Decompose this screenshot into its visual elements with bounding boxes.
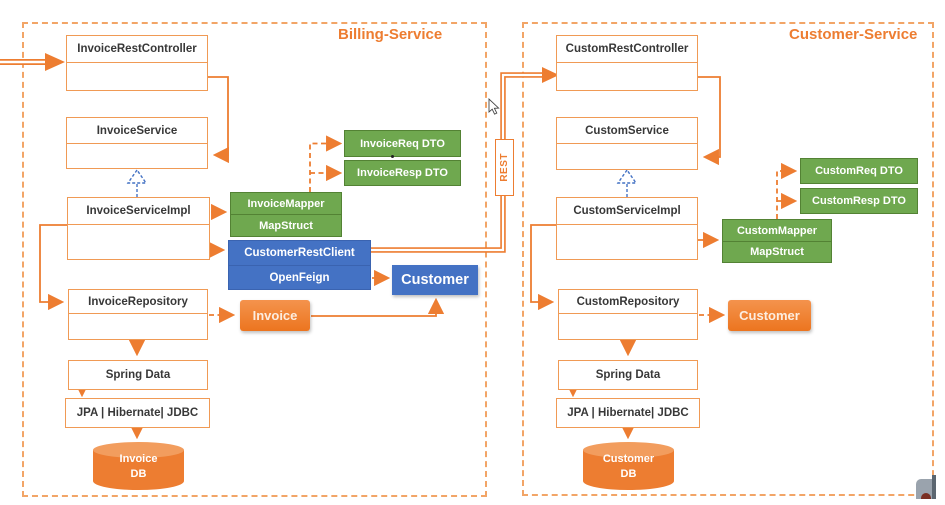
mouse-pointer-icon [488, 97, 500, 115]
invoice-resp-dto-box: InvoiceResp DTO [344, 160, 461, 186]
invoice-req-dto-box: InvoiceReq DTO [344, 130, 461, 157]
custom-service-box: CustomService [556, 117, 698, 170]
customer-rest-client-box: CustomerRestClient OpenFeign [228, 240, 371, 290]
custom-mapstruct-label: MapStruct [750, 246, 804, 258]
billing-jpa-box: JPA | Hibernate| JDBC [65, 398, 210, 428]
customer-db-sub: DB [620, 468, 637, 480]
invoice-entity-box: Invoice [240, 300, 310, 331]
invoice-mapstruct-label: MapStruct [259, 219, 313, 232]
openfeign-label: OpenFeign [269, 271, 330, 284]
custom-req-dto-box: CustomReq DTO [800, 158, 918, 184]
invoice-service-impl-label: InvoiceServiceImpl [68, 198, 209, 225]
customer-service-title: Customer-Service [789, 26, 918, 43]
custom-service-label: CustomService [557, 118, 697, 144]
customer-spring-data-box: Spring Data [558, 360, 698, 390]
customer-service-boundary [522, 22, 934, 496]
invoice-service-label: InvoiceService [67, 118, 207, 144]
custom-resp-dto-box: CustomResp DTO [800, 188, 918, 214]
custom-service-impl-label: CustomServiceImpl [557, 198, 697, 225]
custom-rest-controller-box: CustomRestController [556, 35, 698, 91]
invoice-rest-controller-label: InvoiceRestController [67, 36, 207, 63]
stray-dot [391, 155, 394, 158]
invoice-mapper-box: InvoiceMapper MapStruct [230, 192, 342, 237]
invoice-service-impl-box: InvoiceServiceImpl [67, 197, 210, 260]
customer-model-box: Customer [392, 265, 478, 295]
invoice-service-box: InvoiceService [66, 117, 208, 169]
invoice-db-cylinder: Invoice DB [92, 441, 185, 491]
invoice-db-sub: DB [130, 468, 147, 480]
customer-db-name: Customer [602, 453, 655, 465]
custom-service-impl-box: CustomServiceImpl [556, 197, 698, 260]
billing-service-boundary [22, 22, 487, 497]
rest-link-label: REST [499, 153, 510, 182]
customer-db-cylinder: Customer DB [582, 441, 675, 491]
invoice-rest-controller-box: InvoiceRestController [66, 35, 208, 91]
cylinder-shape [93, 442, 184, 490]
customer-jpa-box: JPA | Hibernate| JDBC [556, 398, 700, 428]
custom-mapper-label: CustomMapper [723, 220, 831, 242]
custom-rest-controller-label: CustomRestController [557, 36, 697, 63]
custom-repository-label: CustomRepository [559, 290, 697, 314]
custom-mapper-box: CustomMapper MapStruct [722, 219, 832, 263]
invoice-db-name: Invoice [119, 453, 158, 465]
custom-repository-box: CustomRepository [558, 289, 698, 340]
invoice-repository-label: InvoiceRepository [69, 290, 207, 314]
billing-spring-data-box: Spring Data [68, 360, 208, 390]
customer-rest-client-label: CustomerRestClient [229, 241, 370, 266]
customer-entity-box: Customer [728, 300, 811, 331]
corner-logo-icon [916, 475, 936, 499]
cylinder-shape [583, 442, 674, 490]
invoice-repository-box: InvoiceRepository [68, 289, 208, 340]
rest-link-tag: REST [495, 139, 514, 196]
billing-service-title: Billing-Service [338, 26, 443, 43]
invoice-mapper-label: InvoiceMapper [231, 193, 341, 215]
